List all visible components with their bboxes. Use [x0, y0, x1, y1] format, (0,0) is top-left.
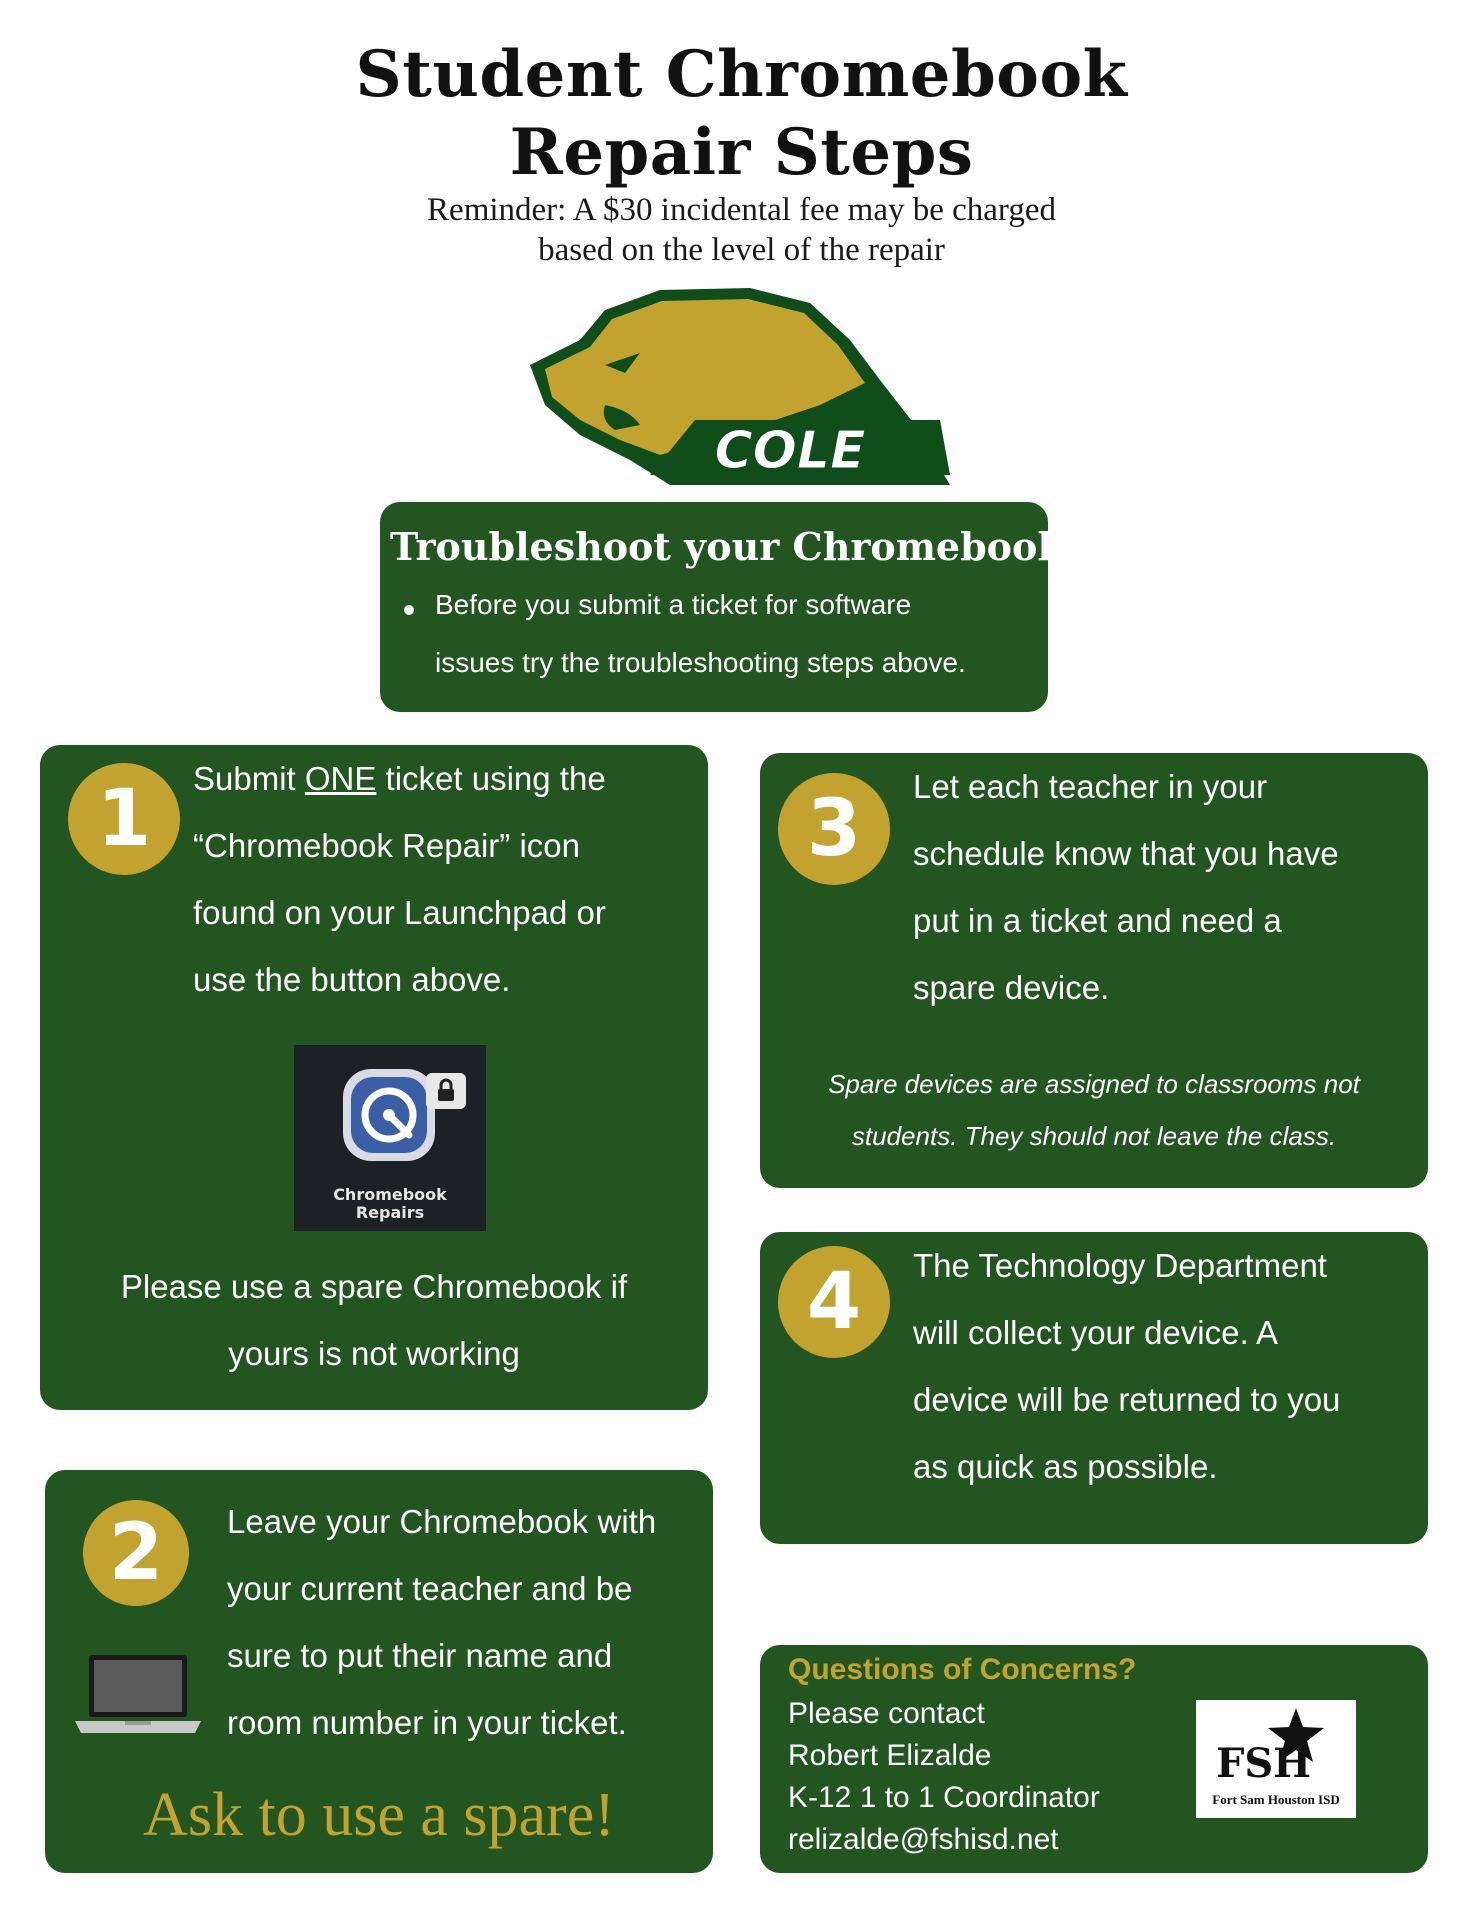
step3-card: 3 Let each teacher in your schedule know… — [760, 753, 1428, 1188]
laptop-icon — [75, 1655, 201, 1733]
contact-card: Questions of Concerns? Please contact Ro… — [760, 1645, 1428, 1873]
app-icon-label-line1: Chromebook — [333, 1185, 447, 1204]
step1-spare-line2: yours is not working — [228, 1335, 520, 1372]
app-icon-label-line2: Repairs — [355, 1203, 425, 1222]
step3-text-line3: put in a ticket and need a — [913, 902, 1282, 939]
step1-card: 1 Submit ONE ticket using the “Chromeboo… — [40, 745, 708, 1410]
repair-wrench-icon — [343, 1069, 435, 1161]
step3-number-badge: 3 — [778, 773, 890, 885]
logo-caption: Fort Sam Houston ISD — [1212, 1792, 1340, 1807]
mascot-logo: COLE — [530, 288, 950, 485]
contact-line1: Please contact — [788, 1697, 985, 1730]
step2-card: 2 Leave your Chromebook with your curren… — [45, 1470, 713, 1873]
contact-heading: Questions of Concerns? — [788, 1653, 1137, 1686]
step4-text-line4: as quick as possible. — [913, 1448, 1218, 1485]
bullet-dot — [404, 605, 414, 615]
chromebook-repairs-app-icon[interactable]: Chromebook Repairs — [294, 1045, 486, 1231]
step4-text-line2: will collect your device. A — [913, 1314, 1278, 1351]
troubleshoot-text-line2: issues try the troubleshooting steps abo… — [435, 647, 966, 678]
star-icon — [1268, 1708, 1324, 1762]
step4-number-badge: 4 — [778, 1246, 890, 1358]
fee-reminder-line2: based on the level of the repair — [538, 232, 945, 268]
troubleshoot-title: Troubleshoot your Chromebook! — [390, 524, 1081, 569]
step2-text-line3: sure to put their name and — [227, 1637, 613, 1674]
contact-role: K-12 1 to 1 Coordinator — [788, 1781, 1100, 1814]
spare-note-line2: students. They should not leave the clas… — [851, 1121, 1337, 1151]
step1-text-line1: Submit ONE ticket using the — [193, 760, 606, 797]
troubleshoot-card: Troubleshoot your Chromebook! Before you… — [380, 502, 1080, 712]
fshisd-logo: FSH Fort Sam Houston ISD — [1196, 1700, 1356, 1818]
troubleshoot-text-line1: Before you submit a ticket for software — [435, 589, 912, 620]
contact-name: Robert Elizalde — [788, 1739, 992, 1772]
step1-spare-line1: Please use a spare Chromebook if — [120, 1268, 628, 1305]
step1-text-line4: use the button above. — [193, 961, 511, 998]
logo-letters: FSH — [1216, 1740, 1312, 1787]
step4-text-line1: The Technology Department — [913, 1247, 1327, 1284]
step2-text-line4: room number in your ticket. — [227, 1704, 627, 1741]
step3-text-line2: schedule know that you have — [913, 835, 1339, 872]
step3-text-line1: Let each teacher in your — [913, 768, 1268, 805]
lock-icon — [426, 1073, 466, 1109]
ask-spare-callout: Ask to use a spare! — [143, 1781, 615, 1849]
step4-text-line3: device will be returned to you — [913, 1381, 1341, 1418]
step1-one-emphasis: ONE — [304, 760, 377, 797]
step1-number-badge: 1 — [68, 763, 180, 875]
contact-email[interactable]: relizalde@fshisd.net — [788, 1823, 1059, 1856]
page-title-line1: Student Chromebook — [355, 37, 1128, 112]
step3-text-line4: spare device. — [913, 969, 1110, 1006]
spare-note-line1: Spare devices are assigned to classrooms… — [828, 1069, 1360, 1099]
step2-number-badge: 2 — [83, 1500, 189, 1606]
page-title-line2: Repair Steps — [509, 115, 974, 190]
step4-card: 4 The Technology Department will collect… — [760, 1232, 1428, 1544]
step2-text-line2: your current teacher and be — [227, 1570, 633, 1607]
mascot-lettering: COLE — [714, 421, 865, 481]
step2-text-line1: Leave your Chromebook with — [227, 1503, 657, 1540]
step1-text-line3: found on your Launchpad or — [193, 894, 606, 931]
step1-text-line2: “Chromebook Repair” icon — [193, 827, 580, 864]
fee-reminder-line1: Reminder: A $30 incidental fee may be ch… — [427, 192, 1056, 228]
